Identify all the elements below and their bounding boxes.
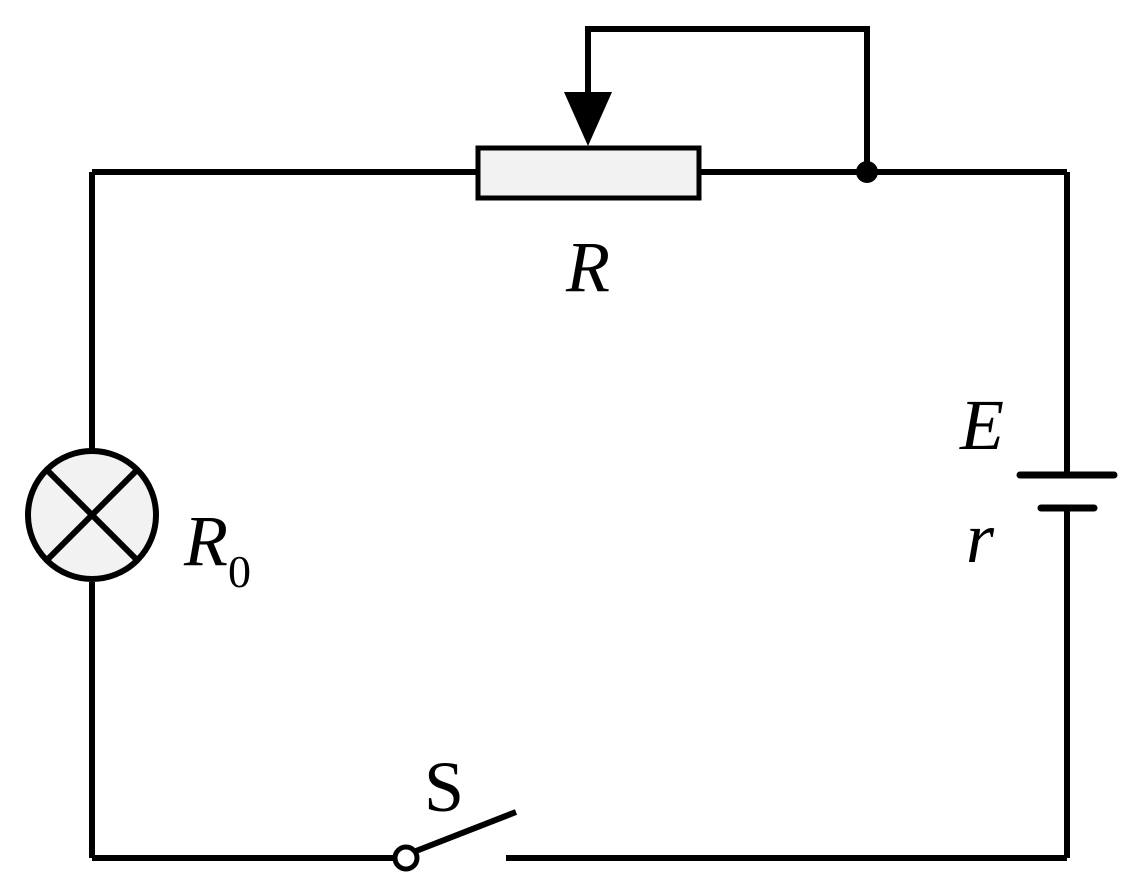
internal-resistance-label: r <box>966 498 995 578</box>
junction-dot-icon <box>856 161 878 183</box>
battery-icon <box>1016 471 1118 512</box>
emf-label: E <box>959 385 1004 465</box>
switch-label: S <box>424 747 464 827</box>
lamp-icon <box>25 448 159 582</box>
switch-icon <box>392 809 518 872</box>
rheostat-label: R <box>565 227 610 307</box>
arrow-down-icon <box>564 92 612 146</box>
lamp-label-main: R <box>183 501 228 581</box>
rheostat-icon <box>475 145 702 201</box>
lamp-label-sub: 0 <box>228 546 251 597</box>
slider-wire <box>585 26 870 172</box>
lamp-label: R0 <box>183 501 251 597</box>
